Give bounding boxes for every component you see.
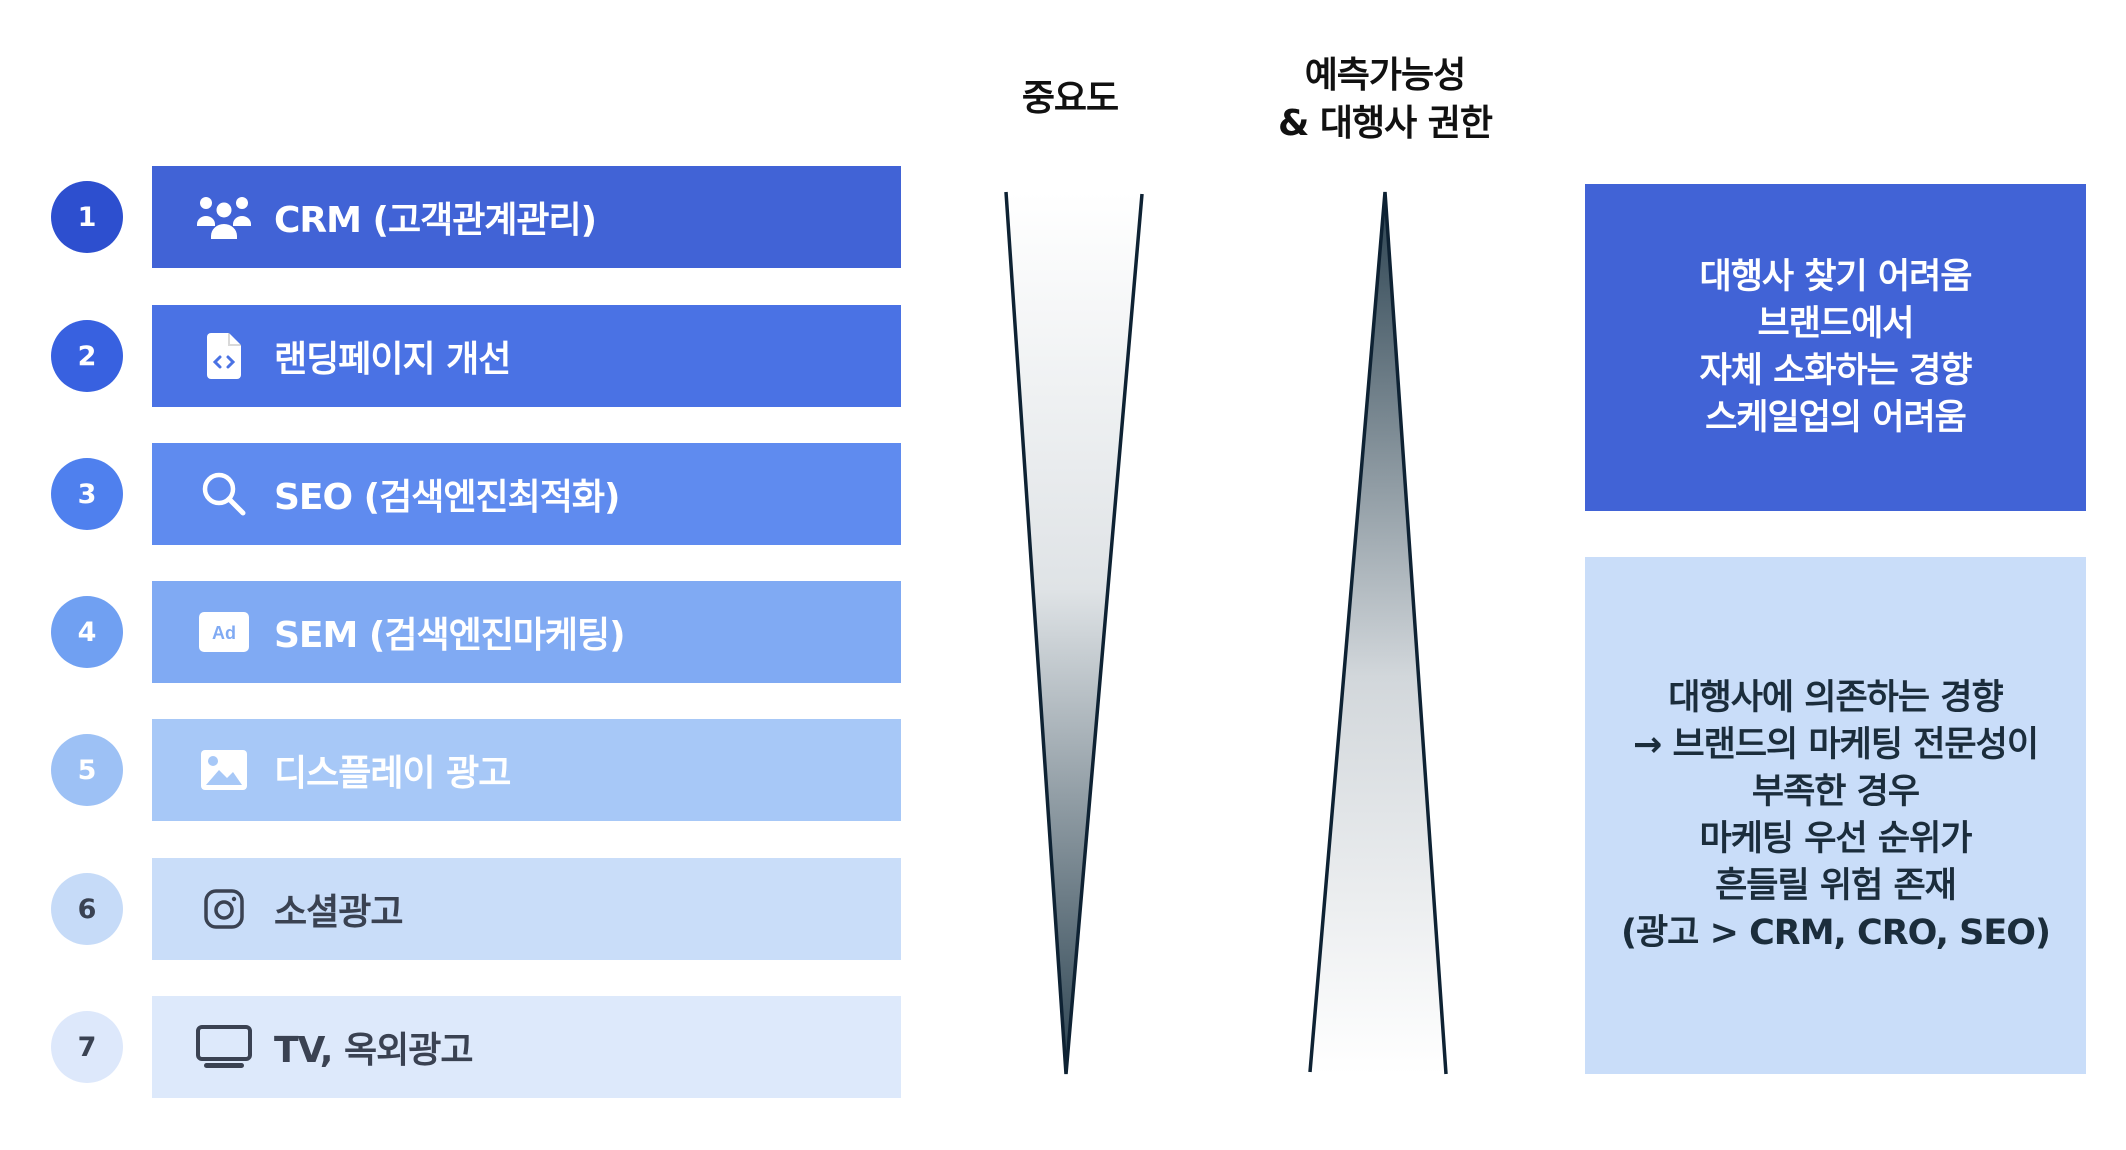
note-line: 마케팅 우선 순위가 xyxy=(1699,818,1973,859)
channel-label: SEM (검색엔진마케팅) xyxy=(274,615,626,656)
channel-label: 소셜광고 xyxy=(274,892,403,933)
users-icon xyxy=(196,192,252,242)
channel-bar-tv-outdoor: TV, 옥외광고 xyxy=(152,996,901,1098)
note-line: 대행사 찾기 어려움 xyxy=(1699,256,1973,297)
note-line: 자체 소화하는 경향 xyxy=(1699,350,1973,391)
rank-badge: 3 xyxy=(51,458,123,530)
rank-number: 1 xyxy=(77,201,97,233)
predictability-triangle xyxy=(1308,191,1448,1075)
rank-badge: 4 xyxy=(51,596,123,668)
svg-text:Ad: Ad xyxy=(212,623,236,643)
rank-number: 4 xyxy=(77,616,97,648)
note-line: 브랜드에서 xyxy=(1757,303,1914,344)
note-line: (광고 > CRM, CRO, SEO) xyxy=(1620,912,2051,953)
note-line: 스케일업의 어려움 xyxy=(1705,397,1967,438)
note-line: 대행사에 의존하는 경향 xyxy=(1668,677,2003,718)
channel-label: 랜딩페이지 개선 xyxy=(274,339,511,380)
channel-bar-social-ads: 소셜광고 xyxy=(152,858,901,960)
predictability-header-line1: 예측가능성 xyxy=(1304,55,1467,96)
predictability-header: 예측가능성 & 대행사 권한 xyxy=(1220,52,1550,148)
channel-bar-landing-page: 랜딩페이지 개선 xyxy=(152,305,901,407)
ad-icon: Ad xyxy=(196,607,252,657)
note-text: 대행사에 의존하는 경향 → 브랜드의 마케팅 전문성이 부족한 경우 마케팅 … xyxy=(1620,675,2051,957)
importance-triangle xyxy=(1004,191,1144,1075)
rank-badge: 5 xyxy=(51,734,123,806)
channel-bar-display-ads: 디스플레이 광고 xyxy=(152,719,901,821)
channel-label: SEO (검색엔진최적화) xyxy=(274,477,620,518)
rank-number: 3 xyxy=(77,478,97,510)
channel-label: 디스플레이 광고 xyxy=(274,753,511,794)
note-line: 흔들릴 위험 존재 xyxy=(1715,865,1957,906)
channel-label: CRM (고객관계관리) xyxy=(274,200,597,241)
rank-number: 5 xyxy=(77,754,97,786)
channel-bar-seo: SEO (검색엔진최적화) xyxy=(152,443,901,545)
search-icon xyxy=(196,469,252,519)
file-code-icon xyxy=(196,331,252,381)
rank-badge: 2 xyxy=(51,320,123,392)
note-box-high: 대행사 찾기 어려움 브랜드에서 자체 소화하는 경향 스케일업의 어려움 xyxy=(1585,184,2086,511)
tv-icon xyxy=(196,1022,252,1072)
channel-label: TV, 옥외광고 xyxy=(274,1030,473,1071)
rank-number: 2 xyxy=(77,340,97,372)
rank-badge: 6 xyxy=(51,873,123,945)
predictability-header-line2: & 대행사 권한 xyxy=(1277,103,1493,144)
importance-header: 중요도 xyxy=(990,75,1150,123)
rank-badge: 1 xyxy=(51,181,123,253)
rank-number: 7 xyxy=(77,1031,97,1063)
note-line: → 브랜드의 마케팅 전문성이 xyxy=(1632,724,2039,765)
importance-header-label: 중요도 xyxy=(1021,78,1119,119)
rank-badge: 7 xyxy=(51,1011,123,1083)
note-text: 대행사 찾기 어려움 브랜드에서 자체 소화하는 경향 스케일업의 어려움 xyxy=(1699,254,1973,442)
instagram-icon xyxy=(196,884,252,934)
image-icon xyxy=(196,745,252,795)
channel-bar-crm: CRM (고객관계관리) xyxy=(152,166,901,268)
channel-bar-sem: Ad SEM (검색엔진마케팅) xyxy=(152,581,901,683)
note-box-low: 대행사에 의존하는 경향 → 브랜드의 마케팅 전문성이 부족한 경우 마케팅 … xyxy=(1585,557,2086,1074)
note-line: 부족한 경우 xyxy=(1751,771,1920,812)
rank-number: 6 xyxy=(77,893,97,925)
